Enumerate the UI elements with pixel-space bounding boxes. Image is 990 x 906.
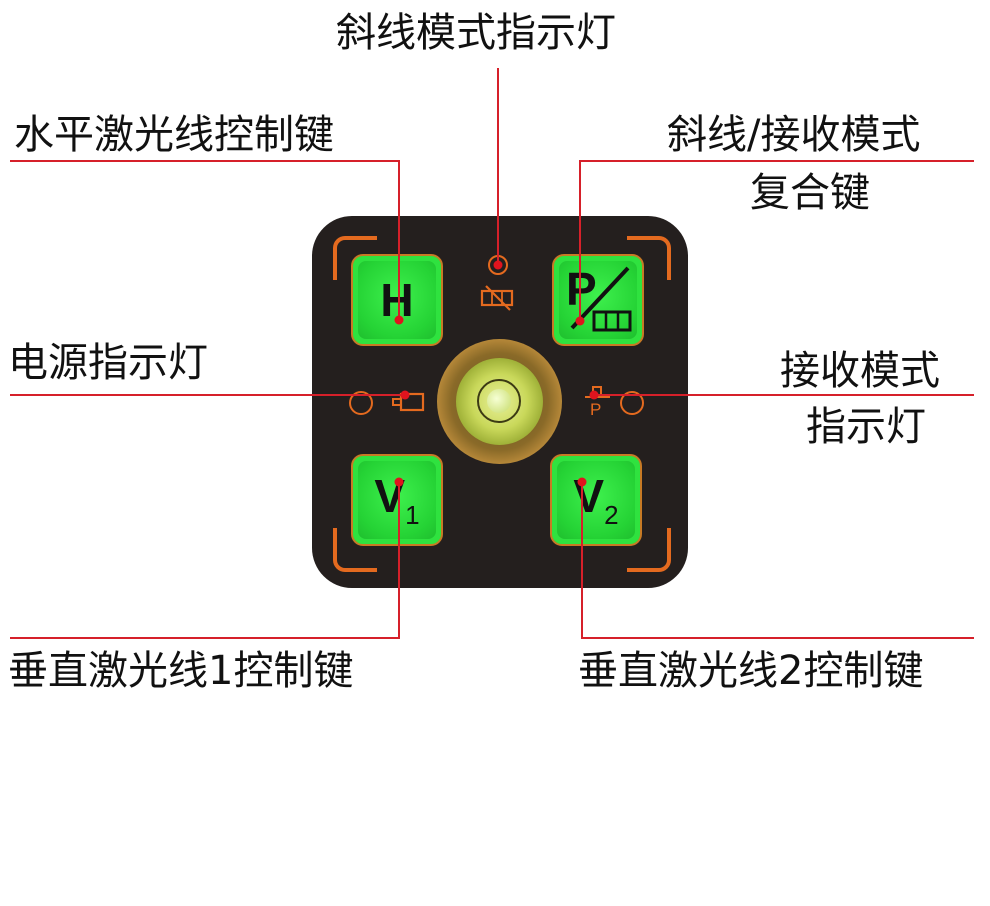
key-face [358, 461, 436, 539]
leader-dot [400, 390, 410, 400]
bubble-level-bubble [487, 389, 511, 413]
leader-line [581, 482, 583, 638]
incline-crossed-icon [480, 285, 514, 311]
horizontal-laser-key[interactable]: H [351, 254, 443, 346]
leader-line [581, 637, 974, 639]
leader-dot [577, 477, 587, 487]
key-letter-v: V [573, 469, 605, 522]
leader-line [10, 394, 406, 396]
key-face [358, 261, 436, 339]
receive-mode-led [620, 391, 644, 415]
power-led [349, 391, 373, 415]
leader-line [10, 160, 400, 162]
receive-indicator-label-line2: 指示灯 [806, 404, 926, 450]
vertical1-key-label: 垂直激光线1控制键 [8, 648, 354, 694]
horizontal-key-label: 水平激光线控制键 [14, 112, 334, 158]
bubble-level-ring [477, 379, 521, 423]
vertical-laser-1-key[interactable]: V1 [351, 454, 443, 546]
leader-line [579, 160, 581, 322]
receive-indicator-label-line1: 接收模式 [780, 348, 940, 394]
leader-line [497, 68, 499, 264]
key-face [557, 461, 635, 539]
corner-bracket-icon [333, 236, 377, 280]
leader-line [10, 637, 400, 639]
incline-indicator-label: 斜线模式指示灯 [336, 10, 616, 56]
incline-receive-key-label-line1: 斜线/接收模式 [667, 112, 921, 158]
leader-line [580, 160, 974, 162]
incline-slash-battery-icon [570, 266, 632, 332]
leader-line [398, 482, 400, 638]
leader-line [398, 160, 400, 320]
key-subscript-2: 2 [604, 499, 619, 530]
leader-dot [493, 260, 503, 270]
leader-dot [589, 390, 599, 400]
key-letter-h: H [380, 274, 414, 326]
incline-receive-key-label-line2: 复合键 [750, 170, 870, 216]
corner-bracket-icon [627, 528, 671, 572]
vertical-laser-2-key[interactable]: V2 [550, 454, 642, 546]
leader-line [592, 394, 974, 396]
incline-receive-key[interactable]: P [552, 254, 644, 346]
power-indicator-label: 电源指示灯 [8, 340, 208, 386]
leader-dot [394, 477, 404, 487]
corner-bracket-icon [627, 236, 671, 280]
key-subscript-1: 1 [405, 499, 420, 530]
vertical2-key-label: 垂直激光线2控制键 [578, 648, 924, 694]
battery-icon [392, 392, 425, 412]
corner-bracket-icon [333, 528, 377, 572]
leader-dot [575, 316, 585, 326]
leader-dot [394, 315, 404, 325]
receive-p-letter: P [590, 400, 602, 419]
